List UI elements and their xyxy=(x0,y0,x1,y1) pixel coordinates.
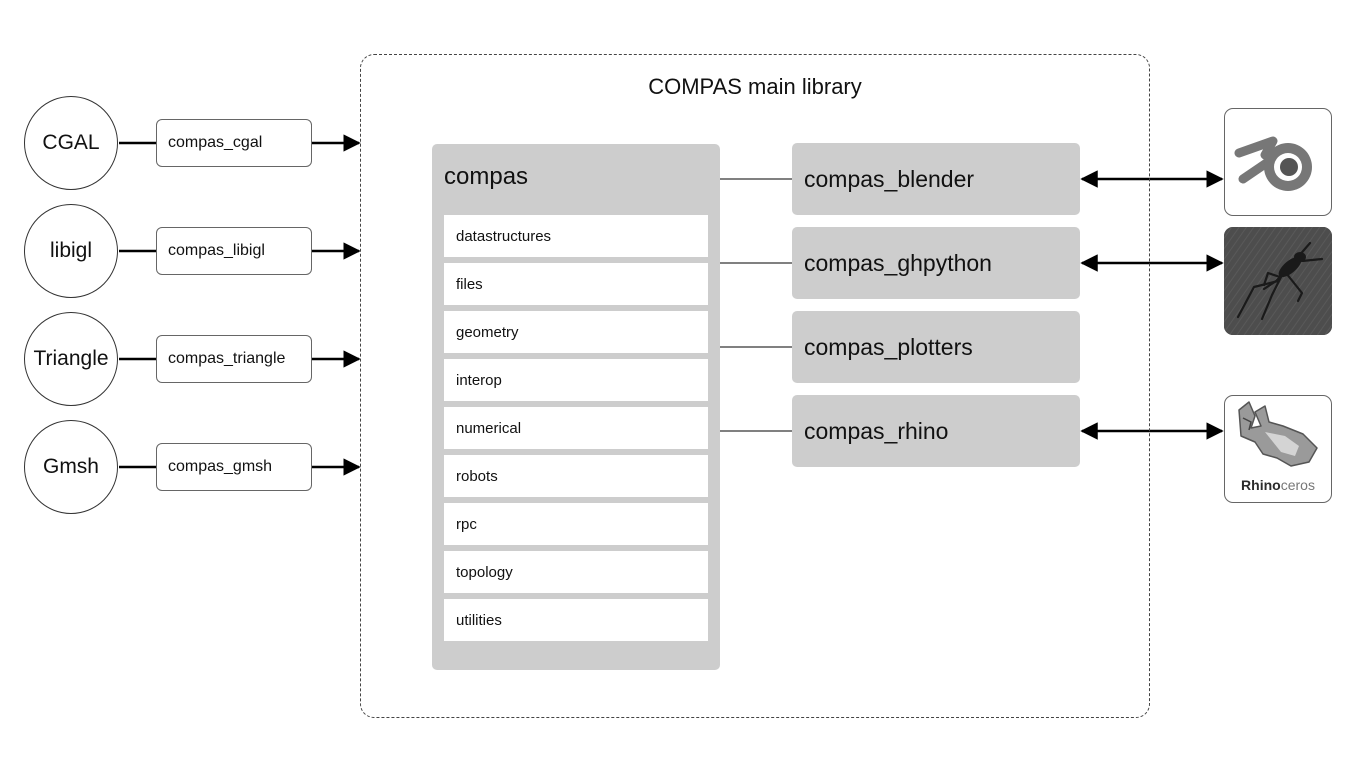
package-compas-triangle: compas_triangle xyxy=(156,335,312,383)
package-compas-cgal: compas_cgal xyxy=(156,119,312,167)
rhinoceros-icon: Rhinoceros xyxy=(1224,395,1332,503)
external-lib-triangle: Triangle xyxy=(24,312,118,406)
external-lib-gmsh: Gmsh xyxy=(24,420,118,514)
main-library-boundary xyxy=(360,54,1150,718)
blender-icon xyxy=(1224,108,1332,216)
rhinoceros-wordmark: Rhinoceros xyxy=(1241,477,1315,493)
subpackage-robots: robots xyxy=(444,455,708,497)
external-lib-libigl: libigl xyxy=(24,204,118,298)
subpackage-geometry: geometry xyxy=(444,311,708,353)
plugin-compas-blender: compas_blender xyxy=(792,143,1080,215)
external-lib-cgal: CGAL xyxy=(24,96,118,190)
subpackage-rpc: rpc xyxy=(444,503,708,545)
core-package-title: compas xyxy=(444,163,529,190)
subpackage-utilities: utilities xyxy=(444,599,708,641)
plugin-compas-rhino: compas_rhino xyxy=(792,395,1080,467)
main-library-title: COMPAS main library xyxy=(648,74,862,99)
subpackage-numerical: numerical xyxy=(444,407,708,449)
plugin-compas-ghpython: compas_ghpython xyxy=(792,227,1080,299)
subpackage-topology: topology xyxy=(444,551,708,593)
package-compas-gmsh: compas_gmsh xyxy=(156,443,312,491)
package-compas-libigl: compas_libigl xyxy=(156,227,312,275)
subpackage-files: files xyxy=(444,263,708,305)
plugin-compas-plotters: compas_plotters xyxy=(792,311,1080,383)
grasshopper-icon xyxy=(1224,227,1332,335)
subpackage-interop: interop xyxy=(444,359,708,401)
subpackage-datastructures: datastructures xyxy=(444,215,708,257)
